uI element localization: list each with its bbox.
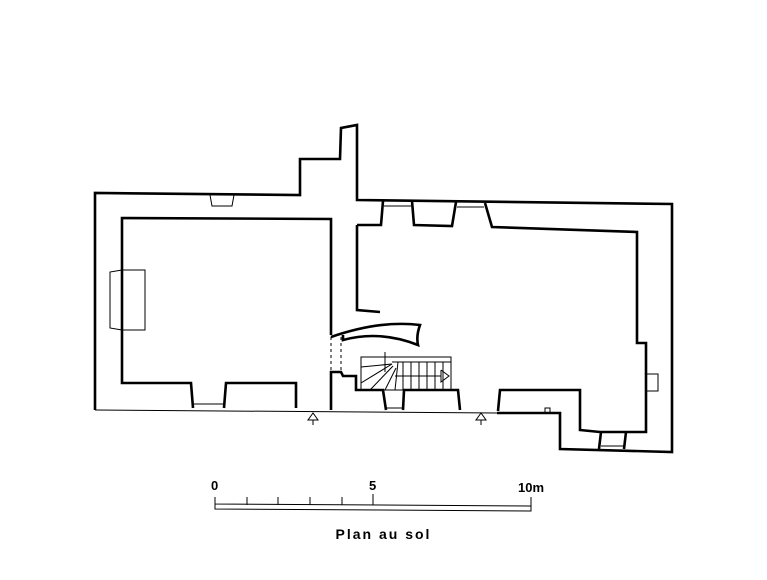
- entrance-marker-icon: [307, 412, 319, 425]
- entrance-marker-icon: [475, 412, 487, 425]
- left-room-wall: [222, 381, 298, 409]
- fireplace: [109, 269, 123, 331]
- fireplace: [122, 269, 146, 331]
- scale-bar: [214, 494, 532, 512]
- plan-title: Plan au sol: [335, 526, 432, 542]
- top-window: [209, 194, 235, 207]
- outer-wall: [93, 123, 674, 454]
- front-line: [94, 409, 498, 414]
- corridor-wall: [355, 225, 381, 314]
- curved-wall: [330, 322, 422, 348]
- right-room-wall: [496, 388, 601, 434]
- right-room-wall: [410, 200, 458, 228]
- stair-wall: [329, 370, 388, 411]
- scale-label-0: 0: [211, 478, 219, 493]
- stair-arrow-icon: [440, 369, 450, 383]
- right-room-wall: [622, 431, 628, 450]
- scale-label-10m: 10m: [518, 480, 545, 495]
- pilaster: [645, 373, 659, 392]
- right-room-wall: [357, 200, 385, 227]
- left-room-wall: [120, 216, 333, 409]
- stair-wall: [401, 388, 462, 411]
- right-room-wall: [483, 202, 648, 450]
- small-niche: [544, 407, 551, 414]
- staircase: [360, 352, 452, 391]
- scale-label-5: 5: [369, 478, 377, 493]
